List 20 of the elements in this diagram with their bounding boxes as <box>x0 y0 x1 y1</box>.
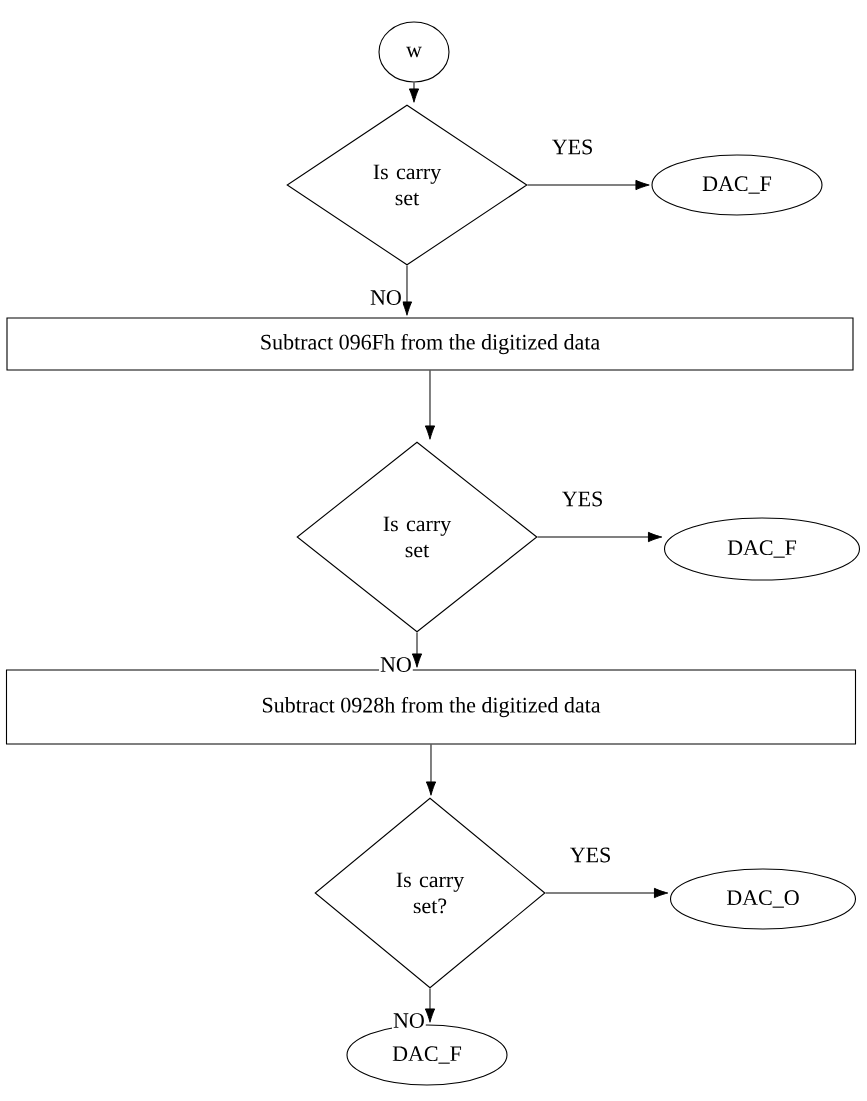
process-box: Subtract 096Fh from the digitized data <box>6 317 854 371</box>
arrow <box>527 179 650 191</box>
terminal-oval: DAC_F <box>651 154 823 216</box>
arrow <box>425 744 437 796</box>
arrow <box>401 265 413 316</box>
arrow <box>424 370 436 440</box>
terminal-oval: w <box>378 21 450 83</box>
edge-label: NO <box>369 289 403 306</box>
arrow <box>537 531 663 543</box>
edge-label: YES <box>560 490 605 508</box>
arrow <box>545 887 669 899</box>
edge-label: NO <box>392 1012 426 1029</box>
arrow <box>424 988 436 1023</box>
arrow <box>408 82 420 103</box>
terminal-oval: DAC_F <box>663 517 861 581</box>
edge-label: YES <box>550 138 595 156</box>
edge-label: NO <box>379 656 413 673</box>
edge-label: YES <box>568 846 613 864</box>
terminal-oval: DAC_O <box>669 868 857 930</box>
arrow <box>411 632 423 668</box>
